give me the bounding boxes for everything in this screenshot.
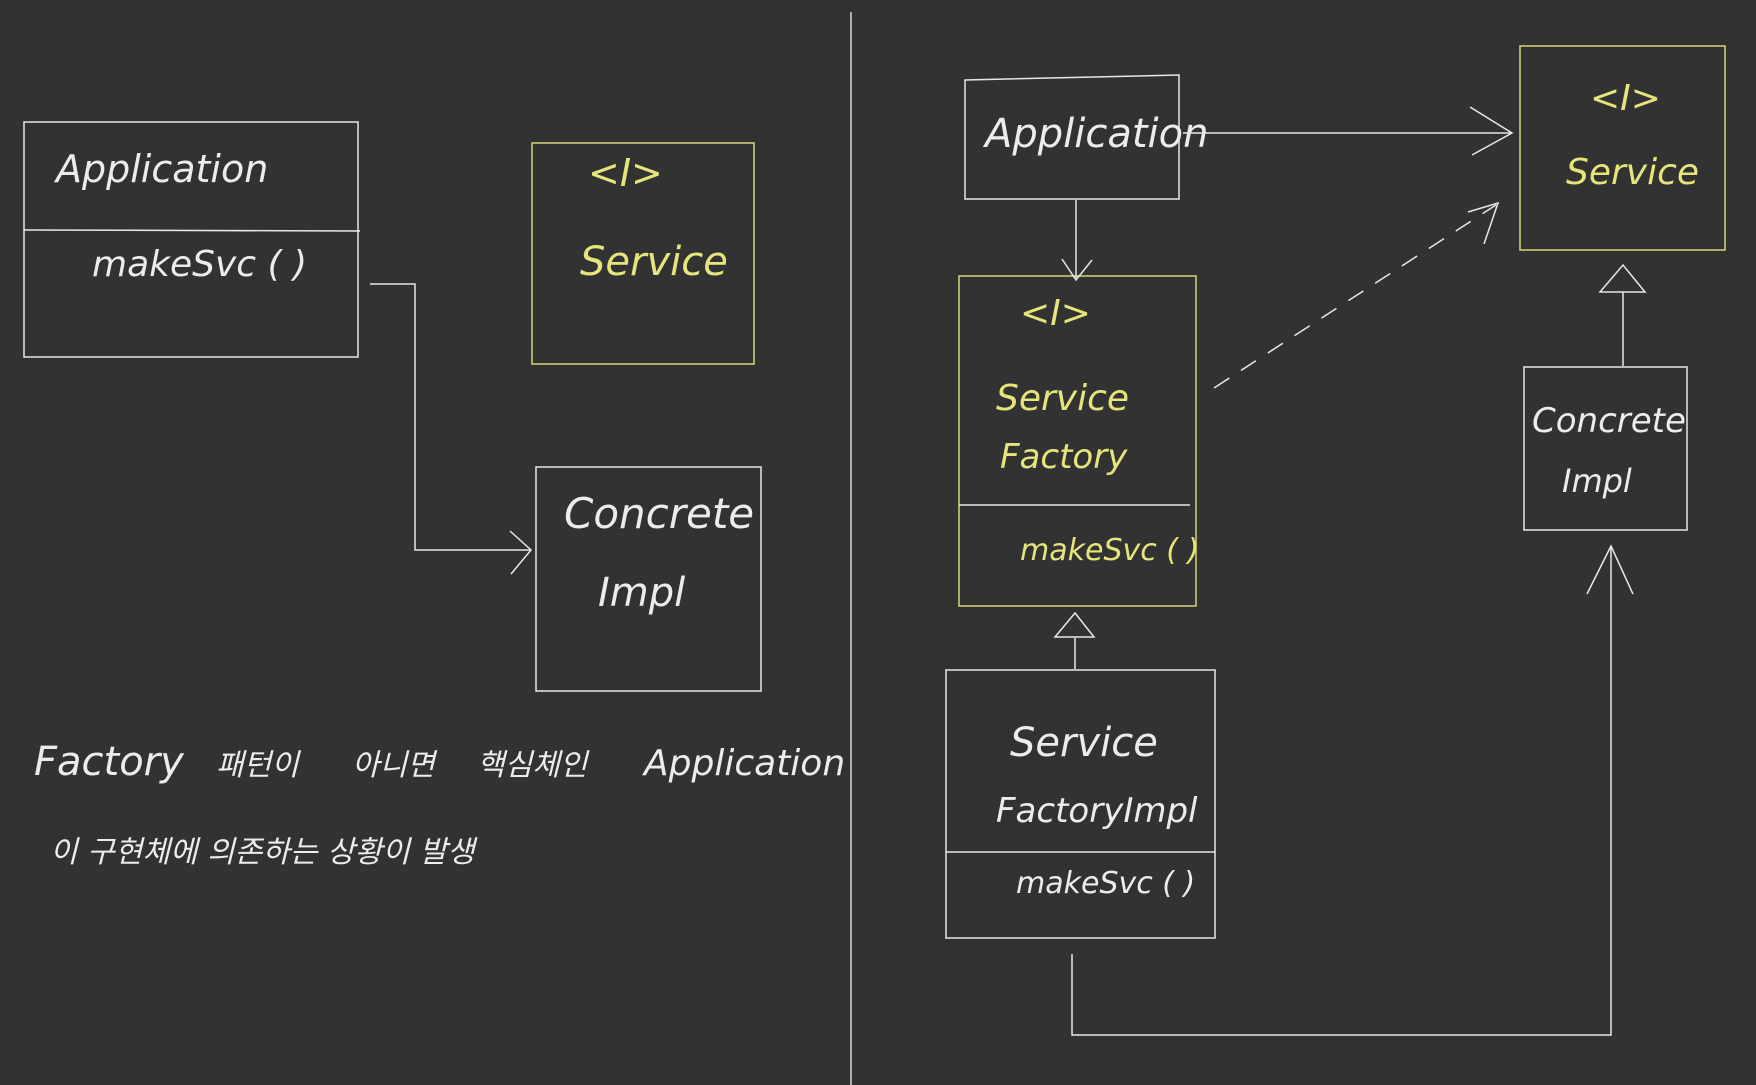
arrow-application-to-service: [1183, 106, 1514, 156]
right-factory-stereotype: <I>: [1020, 293, 1091, 334]
right-factory-impl-box: Service FactoryImpl makeSvc ( ): [945, 669, 1216, 939]
right-service-name: Service: [1566, 152, 1699, 193]
left-note: Factory 패턴이 아니면 핵심체인 Application 이 구현체에 …: [34, 739, 845, 870]
left-service-box: <I> Service: [531, 142, 755, 365]
right-concrete-box: Concrete Impl: [1523, 366, 1688, 531]
note-word-pattern: 패턴이: [216, 748, 301, 783]
left-application-title: Application: [53, 147, 268, 191]
left-concrete-line1: Concrete: [564, 489, 754, 538]
arrow-application-to-factory: [1061, 200, 1093, 282]
right-service-stereotype: <I>: [1590, 78, 1661, 119]
left-service-stereotype: <I>: [588, 151, 663, 195]
right-factory-method: makeSvc ( ): [1020, 533, 1199, 568]
right-application-title: Application: [982, 111, 1209, 157]
right-impl-method: makeSvc ( ): [1016, 866, 1195, 901]
left-service-name: Service: [580, 239, 728, 285]
arrow-impl-to-concrete: [1071, 544, 1634, 1036]
right-application-box: Application: [964, 74, 1209, 200]
note-word-factory: Factory: [34, 739, 185, 785]
realization-impl-to-factory: [1053, 611, 1096, 669]
arrow-factory-to-service-dashed: [1213, 201, 1500, 389]
left-arrowhead: [509, 530, 533, 575]
right-service-factory-box: <I> Service Factory makeSvc ( ): [958, 275, 1199, 607]
right-factory-line2: Factory: [1000, 437, 1128, 477]
note-word-core: 핵심체인: [477, 748, 590, 783]
left-application-method: makeSvc ( ): [92, 244, 307, 285]
right-service-box: <I> Service: [1519, 45, 1726, 251]
left-dependency-arrow: [370, 283, 533, 575]
right-concrete-line1: Concrete: [1532, 401, 1686, 441]
left-application-box: Application makeSvc ( ): [23, 121, 361, 358]
left-application-divider: [23, 229, 361, 232]
note-line2: 이 구현체에 의존하는 상황이 발생: [50, 835, 478, 870]
note-word-otherwise: 아니면: [352, 748, 438, 783]
right-concrete-line2: Impl: [1562, 462, 1632, 500]
right-impl-line2: FactoryImpl: [996, 791, 1198, 831]
note-word-application: Application: [642, 743, 845, 784]
right-impl-line1: Service: [1010, 720, 1158, 766]
left-concrete-box: Concrete Impl: [535, 466, 762, 692]
left-concrete-line2: Impl: [598, 570, 685, 616]
realization-concrete-to-service: [1598, 263, 1647, 366]
right-factory-line1: Service: [996, 378, 1129, 419]
